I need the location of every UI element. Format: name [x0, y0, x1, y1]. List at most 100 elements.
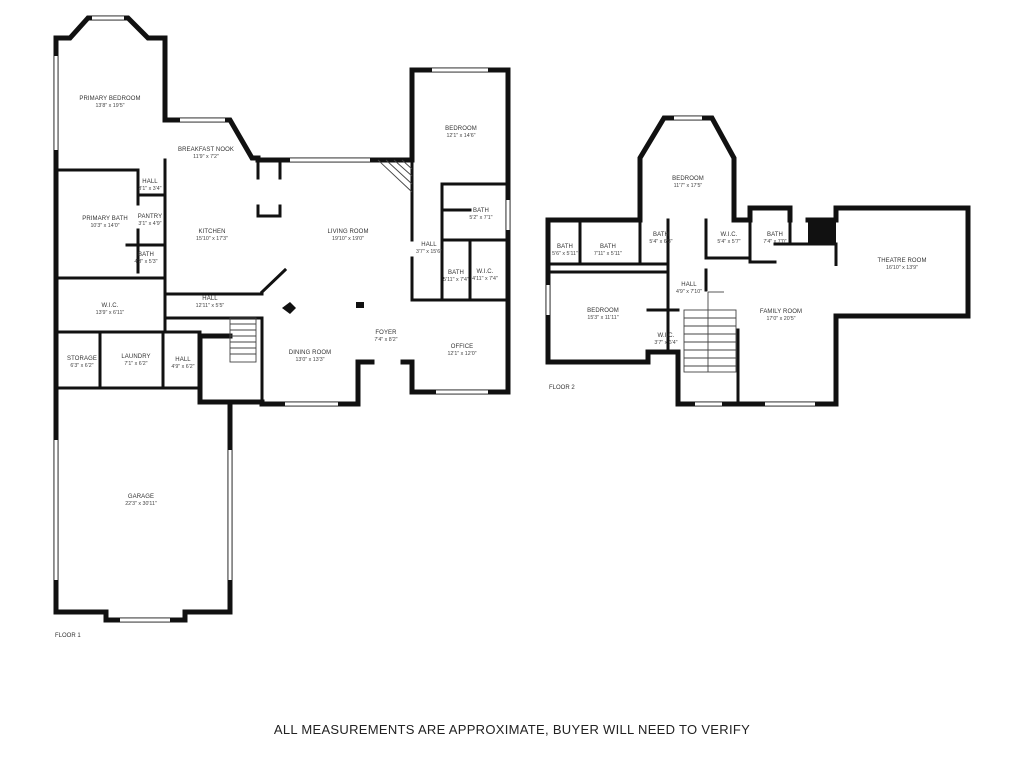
room-dimensions: 4'3" x 5'3" [134, 259, 157, 265]
room-dimensions: 5'11" x 7'4" [443, 277, 469, 283]
room-dimensions: 3'7" x 6'4" [654, 340, 677, 346]
room-dimensions: 15'10" x 17'3" [196, 236, 228, 242]
room-dimensions: 16'10" x 13'9" [886, 265, 918, 271]
room-name: KITCHEN [198, 229, 225, 235]
room-name: OFFICE [451, 344, 474, 350]
room-name: PRIMARY BATH [82, 216, 128, 222]
room-name: GARAGE [128, 494, 154, 500]
room-dimensions: 7'11" x 5'11" [594, 251, 622, 257]
room-name: W.I.C. [721, 232, 738, 238]
room-name: FAMILY ROOM [760, 309, 802, 315]
room-name: LAUNDRY [121, 354, 150, 360]
staircase-floor-2 [683, 291, 737, 373]
room-dimensions: 3'1" x 3'4" [138, 186, 161, 192]
room-name: PANTRY [138, 214, 162, 220]
room-name: BREAKFAST NOOK [178, 147, 234, 153]
room-dimensions: 12'1" x 14'6" [446, 133, 475, 139]
room-dimensions: 5'4" x 5'7" [717, 239, 740, 245]
room-dimensions: 10'3" x 14'0" [90, 223, 119, 229]
room-name: BATH [653, 232, 669, 238]
staircase-floor-1 [229, 317, 257, 363]
room-dimensions: 4'9" x 6'2" [171, 364, 194, 370]
room-name: BATH [448, 270, 464, 276]
room-name: HALL [202, 296, 218, 302]
room-name: BEDROOM [445, 126, 477, 132]
room-dimensions: 3'1" x 4'9" [138, 221, 161, 227]
room-dimensions: 3'7" x 15'6" [416, 249, 442, 255]
corner-stair [377, 159, 413, 193]
room-name: HALL [681, 282, 697, 288]
room-name: BATH [138, 252, 154, 258]
windows-floor-1 [54, 16, 510, 622]
room-name: BATH [557, 244, 573, 250]
room-name: BATH [767, 232, 783, 238]
room-dimensions: 17'0" x 20'5" [766, 316, 795, 322]
room-name: PRIMARY BEDROOM [79, 96, 140, 102]
room-name: BATH [600, 244, 616, 250]
room-label: W.I.C.13'9" x 6'11" [96, 303, 125, 316]
room-name: DINING ROOM [289, 350, 331, 356]
room-name: BATH [473, 208, 489, 214]
room-dimensions: 7'1" x 6'2" [124, 361, 147, 367]
room-dimensions: 13'8" x 19'5" [95, 103, 124, 109]
room-dimensions: 13'0" x 13'3" [295, 357, 324, 363]
room-name: FOYER [375, 330, 397, 336]
room-name: THEATRE ROOM [877, 258, 926, 264]
room-dimensions: 11'7" x 17'5" [674, 183, 703, 189]
room-label: W.I.C.5'4" x 5'7" [717, 232, 740, 245]
room-dimensions: 19'10" x 19'0" [332, 236, 364, 242]
room-dimensions: 7'4" x 7'0" [763, 239, 786, 245]
room-dimensions: 22'3" x 30'11" [125, 501, 157, 507]
room-name: BEDROOM [587, 308, 619, 314]
floor-2-label: FLOOR 2 [549, 385, 575, 391]
room-dimensions: 11'9" x 7'2" [193, 154, 219, 160]
room-name: W.I.C. [477, 269, 494, 275]
room-dimensions: 13'9" x 6'11" [96, 310, 125, 316]
floor-1-plan: FLOOR 1 [53, 15, 511, 639]
room-dimensions: 6'3" x 6'2" [70, 363, 93, 369]
room-name: W.I.C. [102, 303, 119, 309]
room-name: HALL [142, 179, 158, 185]
room-name: W.I.C. [658, 333, 675, 339]
room-dimensions: 4'9" x 7'10" [676, 289, 702, 295]
windows-floor-2 [546, 116, 838, 406]
room-name: BEDROOM [672, 176, 704, 182]
room-name: STORAGE [67, 356, 97, 362]
room-dimensions: 12'1" x 12'0" [447, 351, 476, 357]
room-dimensions: 7'4" x 8'2" [374, 337, 397, 343]
room-dimensions: 5'6" x 5'11" [552, 251, 578, 257]
room-dimensions: 12'11" x 5'5" [196, 303, 225, 309]
floor-2-plan: FLOOR 2 [545, 115, 971, 407]
room-dimensions: 15'3" x 11'11" [587, 315, 618, 321]
